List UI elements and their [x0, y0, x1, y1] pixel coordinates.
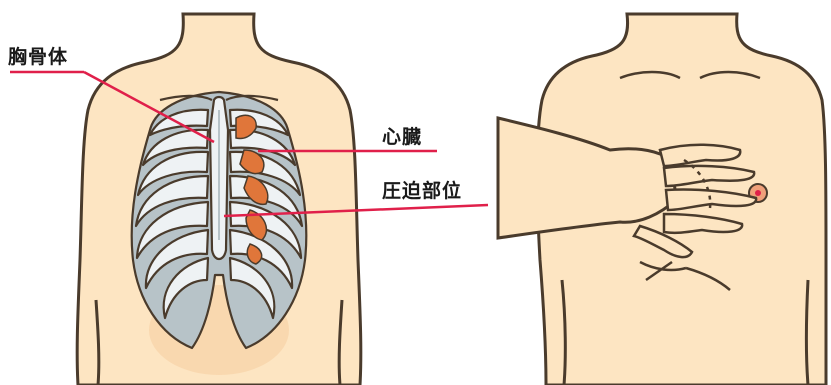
label-compression-site: 圧迫部位 — [382, 176, 462, 203]
sternum — [210, 97, 228, 259]
label-heart: 心臓 — [382, 122, 422, 149]
label-sternum-body: 胸骨体 — [8, 42, 68, 69]
right-torso-panel — [498, 14, 826, 385]
